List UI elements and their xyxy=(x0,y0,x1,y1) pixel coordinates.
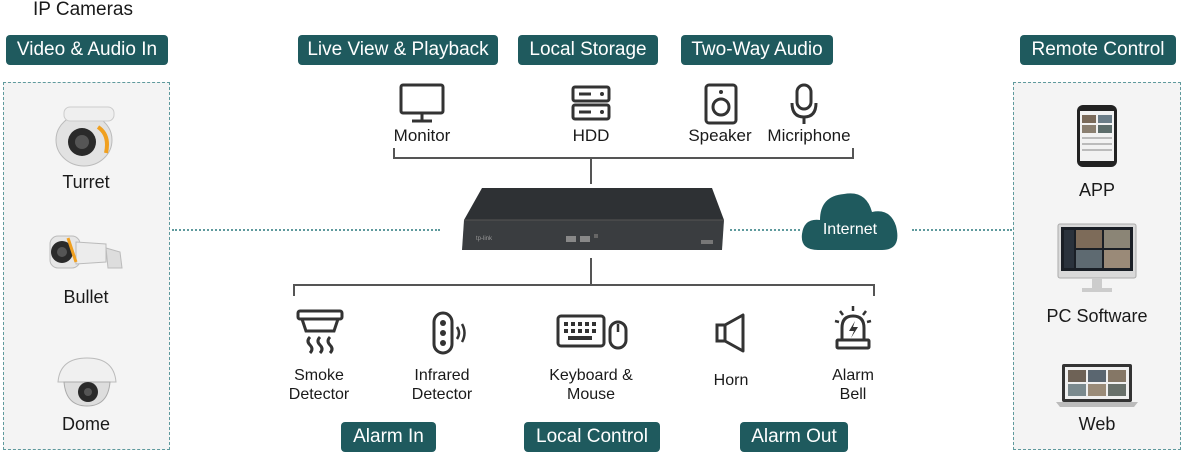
header-alarm-out: Alarm Out xyxy=(740,422,848,452)
bullet-camera-icon xyxy=(49,235,123,269)
turret-label: Turret xyxy=(62,172,110,192)
bottom-drop-left xyxy=(293,284,295,296)
monitor-icon xyxy=(399,83,445,123)
nvr-device-image: tp-link xyxy=(462,188,724,250)
infrared-detector-icon xyxy=(432,311,466,355)
header-two-way-audio: Two-Way Audio xyxy=(681,35,833,65)
top-drop-left xyxy=(393,148,395,158)
header-live-view: Live View & Playback xyxy=(298,35,498,65)
hdd-icon xyxy=(571,85,611,121)
smoke-detector-icon xyxy=(296,309,344,355)
infrared-line2: Detector xyxy=(411,386,473,403)
web-label: Web xyxy=(1078,414,1116,434)
header-remote-control: Remote Control xyxy=(1020,35,1176,65)
app-label: APP xyxy=(1078,180,1116,200)
phone-app-icon xyxy=(1077,105,1117,167)
header-local-storage: Local Storage xyxy=(518,35,658,65)
internet-label: Internet xyxy=(822,221,878,238)
nvr-to-bottom xyxy=(590,258,592,284)
cloud-remote-link xyxy=(912,229,1012,231)
top-to-nvr xyxy=(590,158,592,184)
speaker-icon xyxy=(704,83,738,125)
turret-camera-icon xyxy=(55,106,115,167)
laptop-web-icon xyxy=(1056,364,1138,407)
keyboard-mouse-icon xyxy=(556,314,628,350)
pc-software-label: PC Software xyxy=(1046,306,1148,326)
keyboard-line1: Keyboard & xyxy=(549,367,633,384)
infrared-line1: Infrared xyxy=(414,367,470,384)
bottom-drop-right xyxy=(873,284,875,296)
dome-camera-icon xyxy=(57,357,117,407)
microphone-icon xyxy=(790,83,818,124)
smoke-line1: Smoke xyxy=(294,367,344,384)
alarm-bell-line1: Alarm xyxy=(832,367,874,384)
alarm-bell-icon xyxy=(834,306,872,350)
microphone-label: Micriphone xyxy=(767,126,851,145)
internet-cloud-icon xyxy=(801,193,898,250)
bottom-bus-line xyxy=(293,284,875,286)
top-drop-right xyxy=(852,148,854,158)
smoke-line2: Detector xyxy=(288,386,350,403)
svg-text:tp-link: tp-link xyxy=(476,236,493,242)
horn-icon xyxy=(715,313,745,353)
monitor-label: Monitor xyxy=(393,126,451,145)
speaker-label: Speaker xyxy=(688,126,752,145)
top-bus-line xyxy=(393,157,854,159)
dome-label: Dome xyxy=(61,414,110,434)
diagram-title: IP Cameras xyxy=(33,0,133,20)
alarm-bell-line2: Bell xyxy=(839,386,867,403)
horn-label: Horn xyxy=(713,372,749,389)
header-video-audio-in: Video & Audio In xyxy=(6,35,168,65)
hdd-label: HDD xyxy=(572,126,610,145)
cameras-link xyxy=(172,229,440,231)
keyboard-line2: Mouse xyxy=(566,386,616,403)
header-alarm-in: Alarm In xyxy=(341,422,436,452)
bullet-label: Bullet xyxy=(63,287,109,307)
header-local-control: Local Control xyxy=(524,422,660,452)
nvr-cloud-link xyxy=(730,229,800,231)
pc-monitor-icon xyxy=(1057,223,1137,292)
